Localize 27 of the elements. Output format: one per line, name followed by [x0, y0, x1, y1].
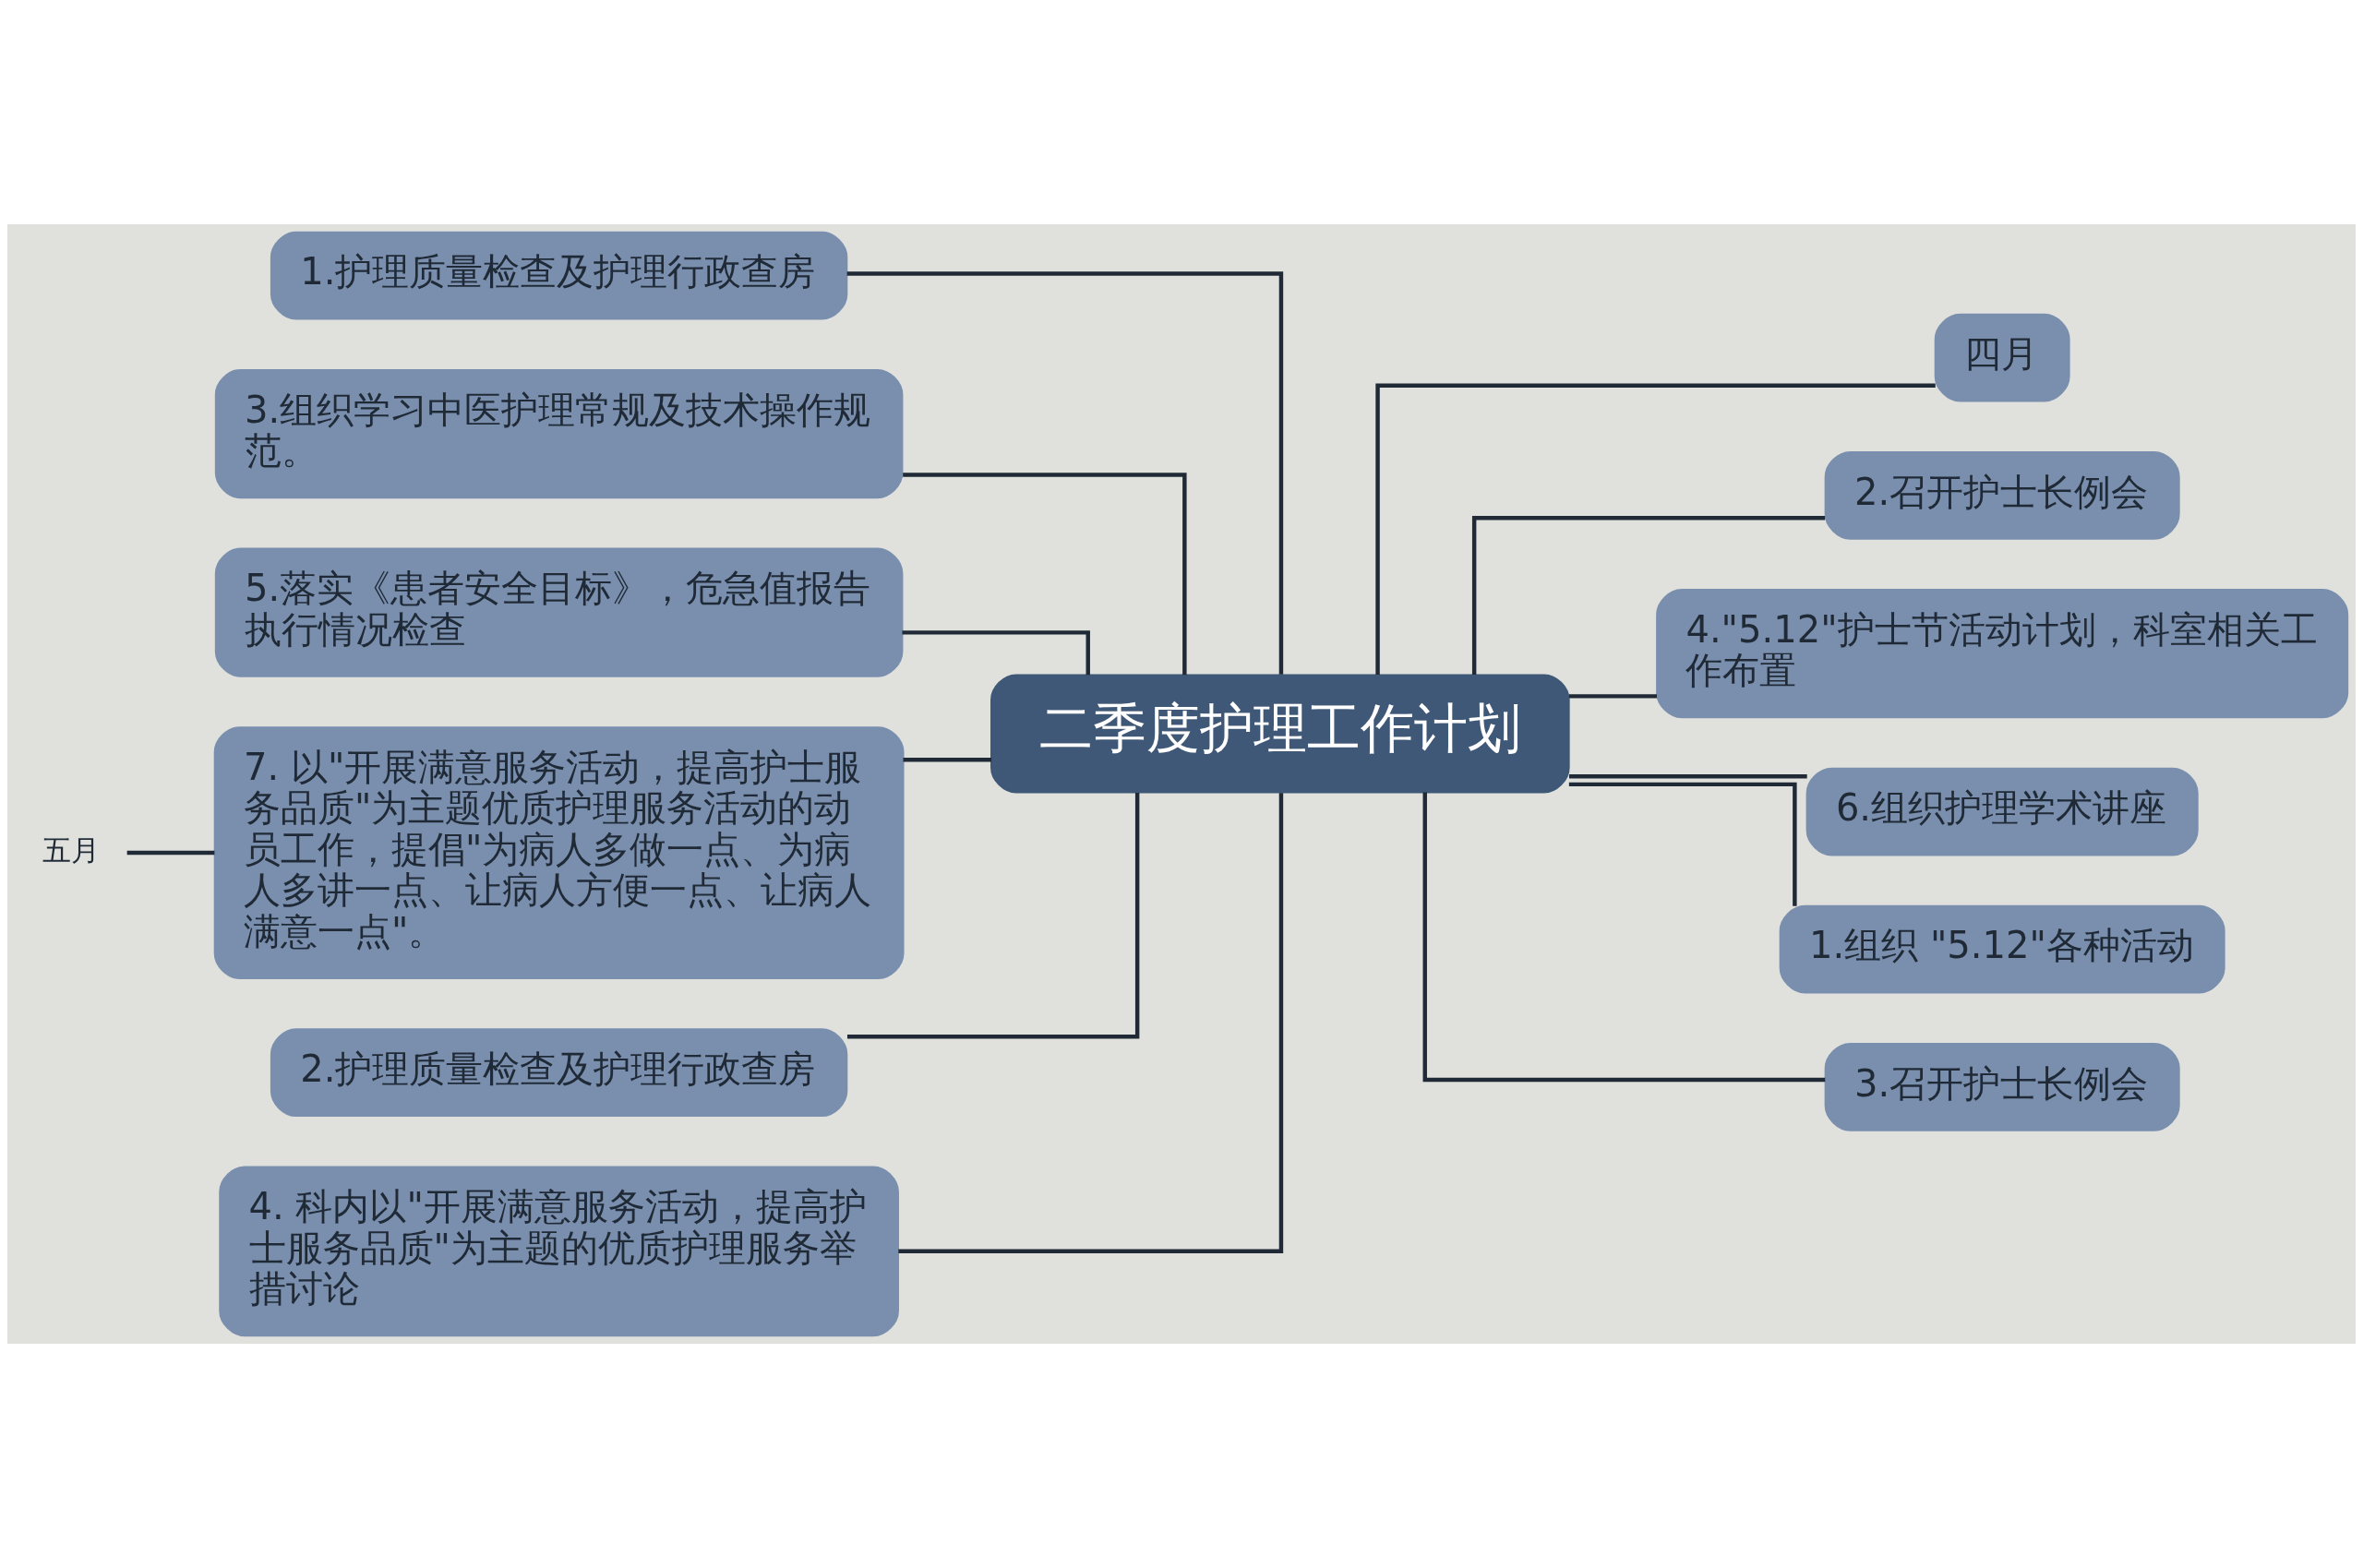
connector [1471, 516, 1826, 676]
node-box: 5.落实《患者安全目标》，危急值报告执行情况检查 [214, 547, 904, 677]
connector [898, 793, 1284, 1254]
node-box: 3.召开护士长例会 [1824, 1042, 2180, 1131]
node-box: 7. 以"开展满意服务活动，提高护士服务品质"为主题优质护理服务活动的动员工作，提倡"为病人多做一点、为病人多讲一点、让病人方便一点、让病人满意一点"。 [213, 726, 905, 979]
connector [1422, 792, 1826, 1083]
node-box: 二季度护理工作计划 [990, 674, 1570, 794]
connector [126, 850, 215, 856]
connector [1375, 383, 1936, 675]
node-box: 四月 [1934, 313, 2070, 402]
node-box: 1.护理质量检查及护理行政查房 [270, 231, 848, 320]
connector [903, 473, 1187, 676]
connector [903, 758, 992, 762]
node-box: 2.护理质量检查及护理行政查房 [270, 1028, 848, 1118]
node-text: 五月 [42, 833, 101, 868]
connector [846, 271, 1284, 675]
node-box: 1.组织 "5.12"各种活动 [1779, 904, 2225, 994]
node-box: 4. 科内以"开展满意服务活动，提高护士服务品质"为主题的优质护理服务举措讨论 [219, 1166, 899, 1337]
connector [902, 630, 1090, 676]
node-box: 3.组织学习中医护理常规及技术操作规范。 [214, 368, 904, 499]
connector [1568, 782, 1797, 906]
connector [1568, 694, 1657, 699]
connector [846, 793, 1140, 1039]
node-box: 4."5.12"护士节活动计划，科室相关工作布置 [1656, 589, 2349, 719]
node-box: 6.组织护理学术讲座 [1805, 767, 2199, 856]
connector [1568, 774, 1807, 779]
node-box: 2.召开护士长例会 [1824, 450, 2180, 540]
